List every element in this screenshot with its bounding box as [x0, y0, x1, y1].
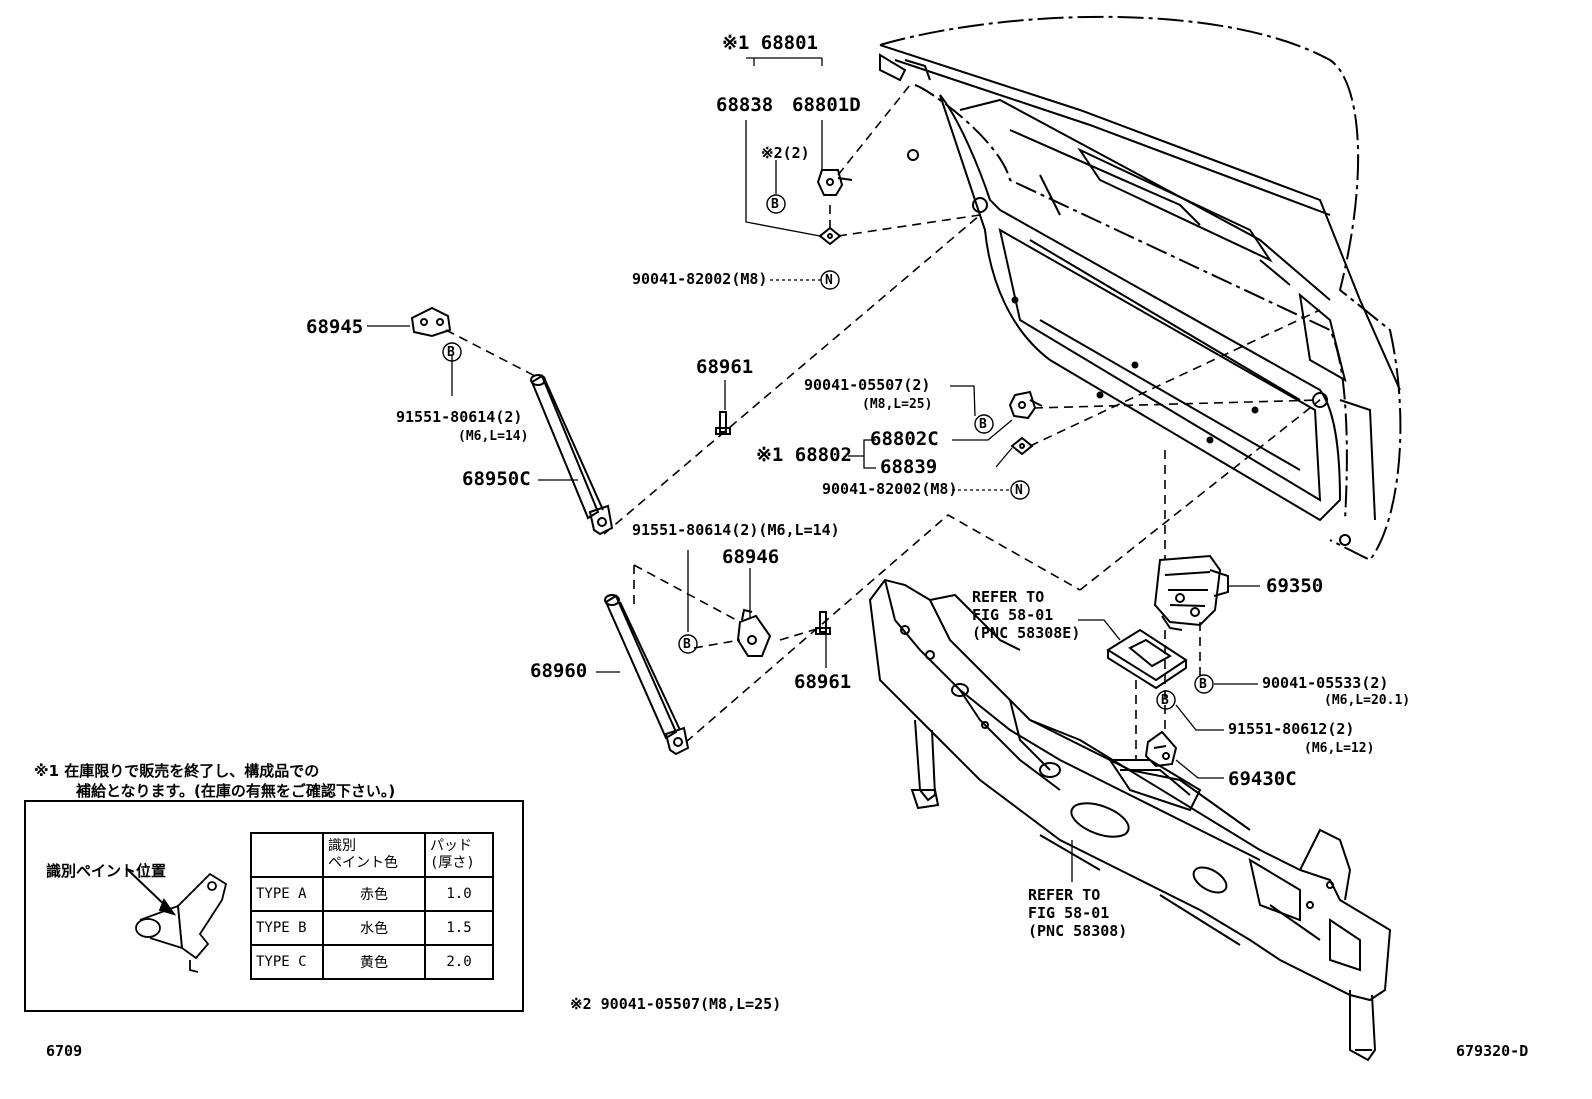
label-90041-82002-mid[interactable]: 90041-82002(M8) — [822, 480, 958, 498]
refer-block-58308[interactable]: REFER TO FIG 58-01 (PNC 58308) — [1028, 886, 1127, 940]
table-row: TYPE B 水色 1.5 — [250, 910, 494, 946]
type-cell: TYPE A — [250, 876, 324, 912]
cover-58308e — [1106, 628, 1188, 690]
label-note2-qty: ※2(2) — [761, 144, 810, 162]
type-cell: TYPE B — [250, 910, 324, 946]
page-number-left: 6709 — [46, 1042, 83, 1060]
label-68950c[interactable]: 68950C — [462, 468, 531, 490]
marker-bolt-4: B — [683, 637, 691, 652]
refer-block-58308e[interactable]: REFER TO FIG 58-01 (PNC 58308E) — [972, 588, 1080, 642]
stay-bracket-68946 — [736, 608, 772, 657]
label-90041-05507[interactable]: 90041-05507(2) — [804, 376, 931, 394]
back-door-stay-68960 — [604, 594, 690, 756]
label-68946[interactable]: 68946 — [722, 546, 780, 568]
label-68961-bottom[interactable]: 68961 — [794, 671, 852, 693]
hinge-68802-lower — [1008, 390, 1043, 456]
refer-58308e-line2: FIG 58-01 — [972, 606, 1054, 624]
striker-69430c — [1144, 730, 1178, 768]
leader-lines — [367, 57, 1260, 882]
refer-58308e-line1: REFER TO — [972, 588, 1045, 606]
back-panel-assembly — [868, 578, 1392, 1062]
marker-bolt-5: B — [1199, 677, 1207, 692]
refer-58308-line3: (PNC 58308) — [1028, 922, 1128, 940]
table-header-color: 識別 ペイント色 — [322, 832, 426, 878]
header-color-line2: ペイント色 — [328, 855, 398, 871]
label-91551-80614-a-spec: (M6,L=14) — [458, 429, 529, 444]
refer-58308-line2: FIG 58-01 — [1028, 904, 1110, 922]
label-91551-80612-spec: (M6,L=12) — [1304, 741, 1375, 756]
door-lock-69350 — [1153, 554, 1229, 631]
label-90041-05533[interactable]: 90041-05533(2) — [1262, 674, 1389, 692]
refer-58308-line1: REFER TO — [1028, 886, 1101, 904]
note-1-line2: 補給となります。(在庫の有無をご確認下さい。) — [76, 782, 396, 800]
label-90041-05507-spec: (M8,L=25) — [862, 397, 933, 412]
table-header-pad: パッド (厚さ) — [424, 832, 494, 878]
back-door-stay-68950c — [530, 374, 614, 536]
label-90041-05533-spec: (M6,L=20.1) — [1324, 693, 1411, 708]
bolt-nut-markers — [442, 194, 1214, 710]
label-69430c[interactable]: 69430C — [1228, 768, 1297, 790]
legend-hinge-illustration — [125, 867, 228, 973]
paint-position-label: 識別ペイント位置 — [46, 862, 167, 880]
marker-nut-1: N — [825, 273, 833, 288]
color-cell: 赤色 — [322, 876, 426, 912]
label-68839[interactable]: 68839 — [880, 456, 938, 478]
label-68802c[interactable]: 68802C — [870, 428, 939, 450]
legend-box: 識別ペイント位置 識別 ペイント色 パッド (厚さ) TYPE A 赤色 1.0… — [24, 800, 524, 1012]
table-row: TYPE C 黄色 2.0 — [250, 944, 494, 980]
label-68945[interactable]: 68945 — [306, 316, 364, 338]
note-1-line1: ※1 在庫限りで販売を終了し、構成品での — [34, 762, 320, 780]
marker-nut-2: N — [1015, 483, 1023, 498]
marker-bolt-6: B — [1161, 693, 1169, 708]
table-row: TYPE A 赤色 1.0 — [250, 876, 494, 912]
label-68801d[interactable]: 68801D — [792, 94, 861, 116]
label-68801[interactable]: ※1 68801 — [722, 32, 818, 54]
color-cell: 水色 — [322, 910, 426, 946]
color-cell: 黄色 — [322, 944, 426, 980]
stud-68961-upper — [715, 411, 731, 435]
label-91551-80612[interactable]: 91551-80612(2) — [1228, 720, 1355, 738]
pad-cell: 1.5 — [424, 910, 494, 946]
note-2: ※2 90041-05507(M8,L=25) — [570, 995, 782, 1013]
type-cell: TYPE C — [250, 944, 324, 980]
pad-cell: 1.0 — [424, 876, 494, 912]
label-68960[interactable]: 68960 — [530, 660, 588, 682]
label-68961-top[interactable]: 68961 — [696, 356, 754, 378]
refer-58308e-line3: (PNC 58308E) — [972, 624, 1081, 642]
table-header-blank — [250, 832, 324, 878]
marker-bolt-2: B — [447, 345, 455, 360]
paint-type-table: 識別 ペイント色 パッド (厚さ) TYPE A 赤色 1.0 TYPE B 水… — [250, 832, 494, 980]
table-header-row: 識別 ペイント色 パッド (厚さ) — [250, 832, 494, 878]
label-90041-82002-top[interactable]: 90041-82002(M8) — [632, 270, 768, 288]
label-91551-80614-b[interactable]: 91551-80614(2)(M6,L=14) — [632, 521, 840, 539]
pad-cell: 2.0 — [424, 944, 494, 980]
assembly-lines — [445, 84, 1321, 760]
header-pad-line1: パッド — [430, 838, 472, 854]
label-69350[interactable]: 69350 — [1266, 575, 1324, 597]
page-number-right: 679320-D — [1456, 1042, 1529, 1060]
stud-68961-lower — [815, 611, 831, 635]
stay-bracket-68945 — [410, 306, 452, 338]
label-68802[interactable]: ※1 68802 — [756, 444, 852, 466]
label-68838[interactable]: 68838 — [716, 94, 774, 116]
back-door-panel — [879, 15, 1402, 562]
label-91551-80614-a[interactable]: 91551-80614(2) — [396, 408, 523, 426]
header-color-line1: 識別 — [328, 838, 356, 854]
marker-bolt-1: B — [771, 197, 779, 212]
header-pad-line2: (厚さ) — [430, 855, 475, 871]
hinge-68801-upper — [816, 169, 853, 246]
marker-bolt-3: B — [979, 417, 987, 432]
